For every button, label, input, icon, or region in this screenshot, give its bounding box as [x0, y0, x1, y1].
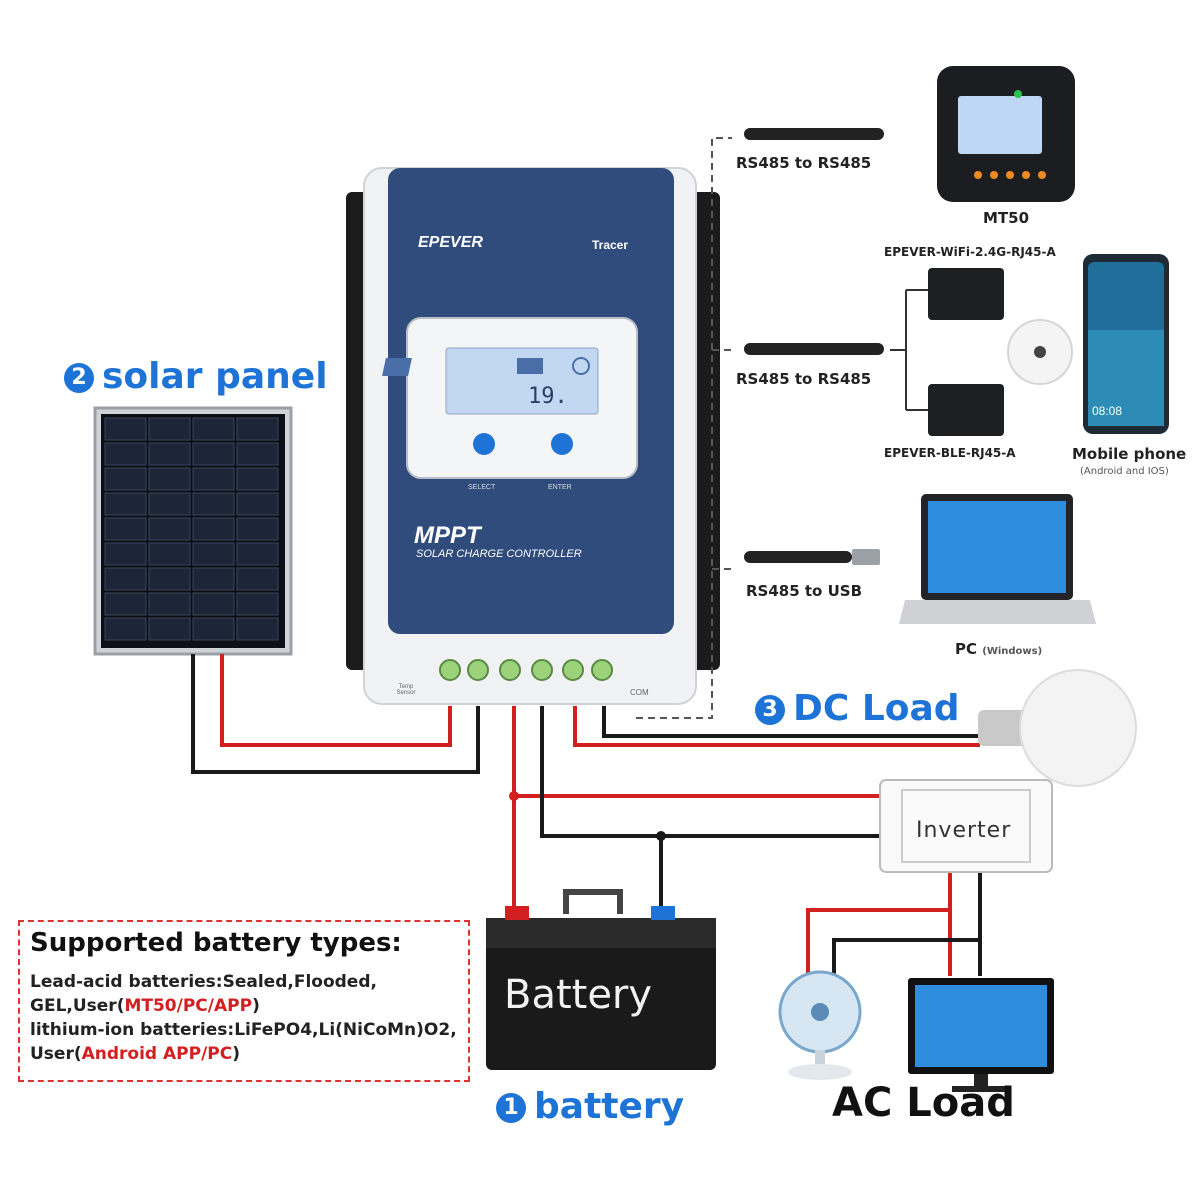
solar-panel-label: 2 solar panel: [64, 356, 328, 397]
battery-text: battery: [534, 1086, 685, 1127]
mobile-phone-sub: (Android and IOS): [1080, 466, 1169, 477]
ble-adapter-label: EPEVER-BLE-RJ45-A: [884, 446, 1016, 460]
battery-body-label: Battery: [504, 972, 653, 1018]
wifi-adapter-label: EPEVER-WiFi-2.4G-RJ45-A: [884, 245, 1056, 259]
pc-text: PC: [955, 640, 978, 658]
inverter: [879, 779, 1053, 873]
battery-types-box: Supported battery types: Lead-acid batte…: [18, 920, 470, 1082]
battery-types-line2: GEL,User(MT50/PC/APP): [30, 996, 260, 1016]
pc-label: PC (Windows): [955, 640, 1042, 658]
battery-types-title: Supported battery types:: [30, 928, 402, 958]
enter-label: ENTER: [548, 484, 572, 491]
battery-number: 1: [496, 1093, 526, 1123]
cable-label-3: RS485 to USB: [746, 582, 863, 600]
battery-unit: [486, 889, 716, 1070]
battery-label: 1 battery: [496, 1086, 684, 1127]
laptop: [899, 494, 1096, 624]
cable-label-2: RS485 to RS485: [736, 370, 872, 388]
com-label: COM: [630, 688, 649, 697]
cable-label-1: RS485 to RS485: [736, 154, 872, 172]
solar-panel-text: solar panel: [102, 356, 328, 397]
inverter-label: Inverter: [916, 818, 1012, 843]
battery-types-line4: User(Android APP/PC): [30, 1044, 241, 1064]
model-label: Tracer: [592, 238, 629, 252]
dc-load-text: DC Load: [793, 688, 960, 729]
lcd-readout: 19.: [528, 384, 568, 409]
solar-panel-number: 2: [64, 363, 94, 393]
brand-logo: EPEVER: [418, 234, 483, 251]
light-bulb: [978, 669, 1137, 787]
monitor: [908, 978, 1054, 1092]
dc-load-label: 3 DC Load: [755, 688, 960, 729]
dc-load-number: 3: [755, 695, 785, 725]
battery-types-line3: lithium-ion batteries:LiFePO4,Li(NiCoMn)…: [30, 1020, 457, 1040]
temp-sensor-label: Temp Sensor: [396, 684, 416, 696]
charge-controller: [346, 167, 720, 705]
mt50-label: MT50: [983, 209, 1030, 227]
solar-panel: [93, 406, 293, 656]
select-label: SELECT: [468, 484, 496, 491]
mppt-label: MPPT: [414, 522, 481, 549]
fan: [778, 970, 862, 1080]
ac-load-label: AC Load: [832, 1080, 1015, 1126]
mobile-phone: [1083, 254, 1169, 434]
pc-sub: (Windows): [982, 646, 1043, 657]
mobile-phone-label: Mobile phone: [1072, 445, 1187, 463]
phone-clock: 08:08: [1092, 404, 1123, 418]
mt50-meter: [937, 66, 1075, 202]
battery-types-line1: Lead-acid batteries:Sealed,Flooded,: [30, 972, 377, 992]
controller-subtitle: SOLAR CHARGE CONTROLLER: [416, 548, 582, 560]
